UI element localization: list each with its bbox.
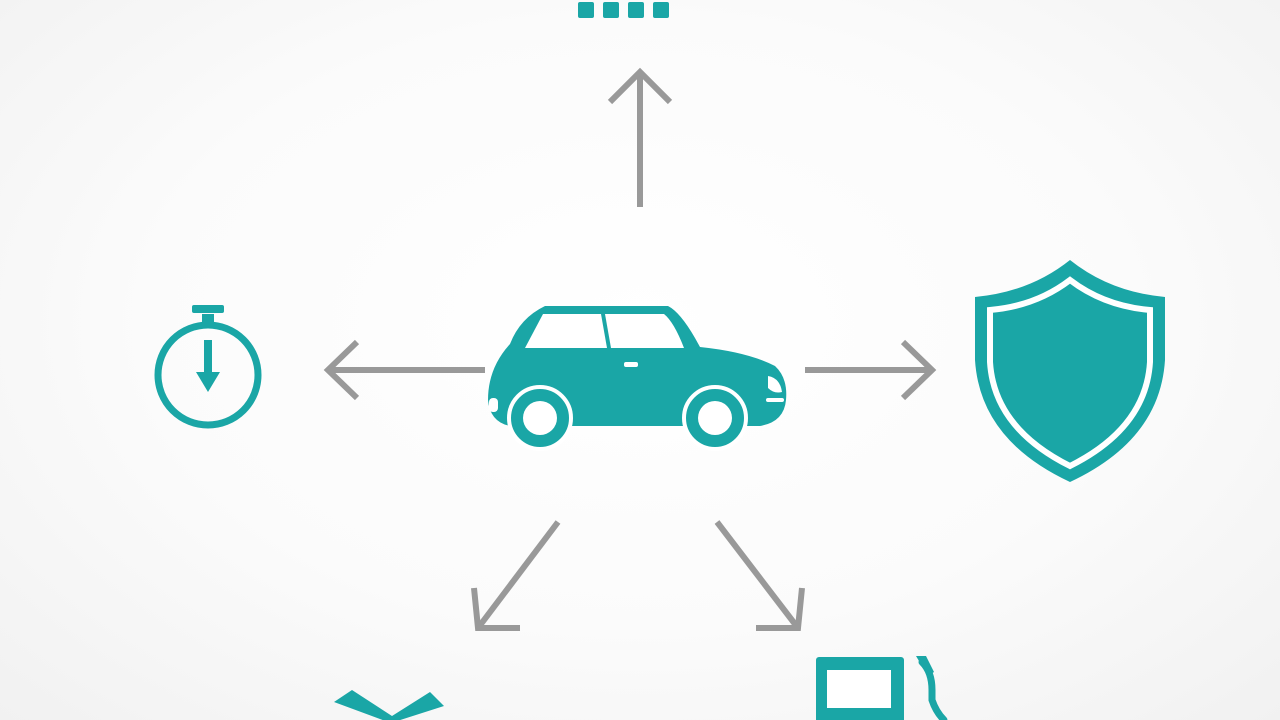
checkmark-icon — [334, 690, 444, 720]
stopwatch-icon — [154, 305, 262, 429]
arrow-left — [323, 339, 485, 401]
arrow-down-right — [714, 520, 805, 631]
arrow-down-left — [471, 520, 561, 631]
shield-icon — [975, 260, 1165, 482]
car-icon — [488, 306, 787, 451]
dots-icon — [578, 2, 669, 18]
fuel-pump-icon — [816, 656, 948, 720]
arrow-right — [805, 339, 937, 401]
arrow-up — [607, 67, 673, 207]
